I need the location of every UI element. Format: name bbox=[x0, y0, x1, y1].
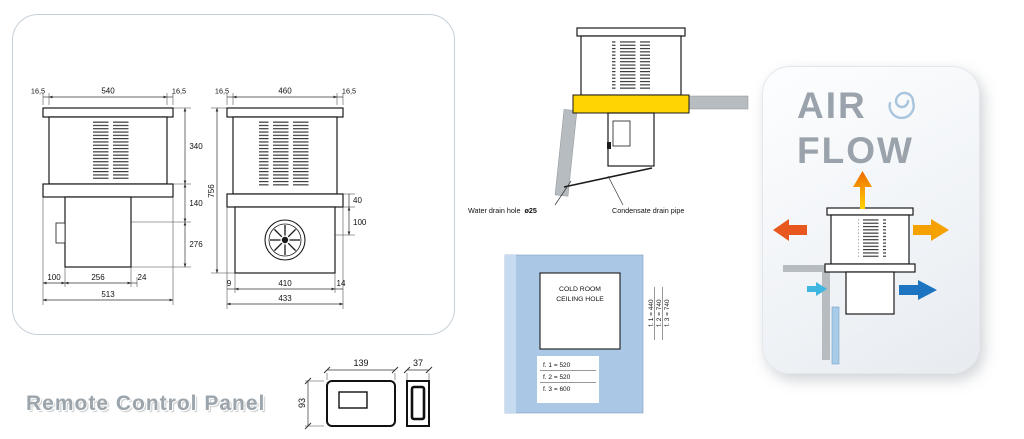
unit-front-view: 16,5 540 16,5 340 140 276 100 256 24 513 bbox=[31, 87, 203, 305]
front-right-dim-1: 340 bbox=[189, 142, 203, 151]
warm-air-left-arrow-icon bbox=[773, 219, 807, 241]
dimension-views-panel: 16,5 540 16,5 340 140 276 100 256 24 513 bbox=[12, 14, 455, 335]
front-drain-fitting bbox=[55, 222, 66, 244]
front-lid bbox=[42, 107, 174, 118]
hole-side-dim-1: f. 1 = 440 bbox=[648, 299, 655, 327]
side-vent-grille bbox=[259, 121, 313, 187]
hole-side-dim-3: f. 3 = 740 bbox=[664, 299, 671, 327]
side-right-dim-2: 100 bbox=[353, 218, 367, 227]
airflow-lower-box bbox=[845, 271, 895, 315]
front-right-dim-3: 276 bbox=[189, 240, 203, 249]
hole-bottom-dim-1: f. 1 = 520 bbox=[543, 362, 571, 369]
ceiling-section-left bbox=[554, 109, 578, 197]
side-right-dim-1: 40 bbox=[353, 196, 362, 205]
remote-height-dim: 93 bbox=[297, 398, 307, 408]
front-bottom-dim-1: 100 bbox=[47, 273, 61, 282]
hole-bottom-dim-3: f. 3 = 600 bbox=[543, 386, 571, 393]
side-bottom-dim-2: 410 bbox=[278, 279, 292, 288]
side-top-dim-left: 16,5 bbox=[215, 87, 229, 96]
drain-pipe-blue bbox=[831, 306, 840, 365]
air-flow-title: AIR FLOW bbox=[797, 83, 914, 173]
airflow-unit-tray bbox=[824, 263, 916, 273]
airflow-vent-grille bbox=[858, 219, 886, 259]
gasket-yellow-band bbox=[572, 94, 690, 114]
side-bottom-dim-3: 14 bbox=[337, 279, 346, 288]
airflow-unit-lid bbox=[826, 207, 914, 216]
side-top-dim-center: 460 bbox=[278, 87, 292, 96]
front-vent-grille bbox=[93, 121, 130, 179]
ceiling-hole-opening bbox=[539, 272, 621, 350]
swirl-icon bbox=[888, 91, 915, 119]
install-vent-grille bbox=[612, 40, 650, 90]
condensate-leader bbox=[607, 175, 624, 206]
front-bottom-total: 513 bbox=[101, 290, 115, 299]
front-tray bbox=[42, 183, 174, 198]
warm-air-right-arrow-icon bbox=[913, 219, 949, 241]
install-hinge bbox=[607, 142, 611, 149]
air-flow-panel: AIR FLOW bbox=[762, 66, 980, 374]
hole-dim-table-bg bbox=[537, 356, 599, 403]
ceiling-section-right bbox=[685, 95, 749, 110]
remote-side-inner bbox=[410, 385, 426, 421]
dimension-views-drawing: 16,5 540 16,5 340 140 276 100 256 24 513 bbox=[31, 87, 367, 309]
water-drain-leader bbox=[554, 180, 572, 206]
side-top-dim-right: 16,5 bbox=[342, 87, 356, 96]
ceiling-hole-title-1: COLD ROOM bbox=[559, 286, 601, 293]
front-top-dim-left: 16,5 bbox=[31, 87, 45, 96]
cold-air-out-arrow-icon bbox=[899, 280, 937, 300]
front-lower-box bbox=[64, 196, 132, 268]
side-tray bbox=[226, 193, 344, 208]
remote-display bbox=[338, 391, 368, 409]
unit-side-view: 16,5 460 16,5 756 40 100 9 410 14 433 bbox=[207, 87, 367, 309]
slab-edge-highlight bbox=[505, 255, 516, 413]
condensate-pipe bbox=[563, 167, 653, 188]
install-unit-lid bbox=[576, 27, 686, 37]
ceiling-bar bbox=[783, 265, 825, 272]
air-flow-title-line1: AIR bbox=[797, 85, 867, 126]
remote-control-drawing: 139 37 93 bbox=[297, 358, 433, 430]
front-top-dim-right: 16,5 bbox=[172, 87, 186, 96]
hole-side-dim-2: f. 2 = 740 bbox=[656, 299, 663, 327]
front-right-dim-2: 140 bbox=[189, 199, 203, 208]
front-top-dim-center: 540 bbox=[101, 87, 115, 96]
ceiling-hole-title-2: CEILING HOLE bbox=[556, 296, 604, 303]
remote-depth-dim: 37 bbox=[413, 358, 423, 368]
side-left-total-dim: 756 bbox=[207, 184, 216, 198]
ceiling-drop bbox=[822, 272, 830, 360]
ceiling-hole-diagram: COLD ROOM CEILING HOLE f. 1 = 440 f. 2 =… bbox=[504, 254, 671, 414]
cold-air-in-arrow-icon bbox=[807, 282, 827, 296]
install-access-door bbox=[612, 120, 631, 147]
hole-bottom-dim-2: f. 2 = 520 bbox=[543, 374, 571, 381]
air-flow-title-line2: FLOW bbox=[797, 130, 914, 171]
fan-icon bbox=[264, 219, 306, 261]
air-flow-diagram bbox=[773, 171, 949, 365]
remote-width-dim: 139 bbox=[353, 358, 368, 368]
side-bottom-dim-1: 9 bbox=[227, 279, 232, 288]
front-bottom-dim-3: 24 bbox=[138, 273, 147, 282]
front-bottom-dim-2: 256 bbox=[91, 273, 105, 282]
condensate-label: Condensate drain pipe bbox=[612, 206, 684, 215]
remote-control-title: Remote Control Panel bbox=[26, 392, 266, 415]
warm-air-up-arrow-icon bbox=[853, 171, 872, 209]
side-bottom-total: 433 bbox=[278, 294, 292, 303]
side-lid bbox=[226, 107, 344, 118]
